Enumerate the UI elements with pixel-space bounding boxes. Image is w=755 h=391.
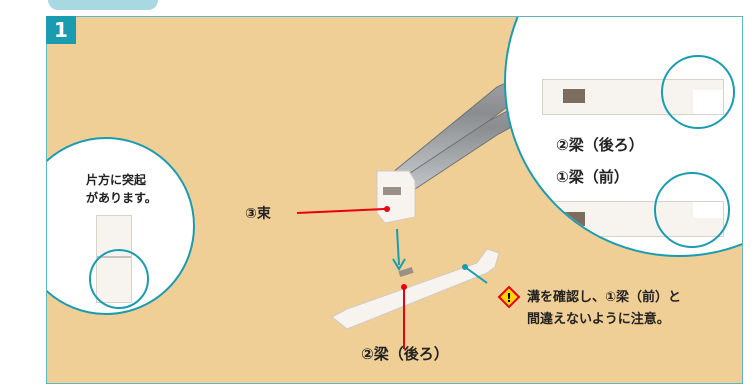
strut-piece (376, 170, 416, 224)
placement-arrowhead (392, 258, 406, 271)
strut-pointer-dot (384, 206, 390, 212)
beam-back-highlight (661, 55, 735, 129)
protrusion-label-line1: 片方に突起 (86, 173, 147, 187)
beam-back-slot (563, 89, 585, 103)
warning-icon-mark: ! (506, 291, 511, 305)
beam-front-circle-label: ①梁（前） (556, 168, 629, 186)
beam-pointer-dot (401, 284, 407, 290)
warning-line-2: 間違えないように注意。 (527, 312, 670, 327)
beam-comparison-circle: ②梁（後ろ） ①梁（前） (504, 17, 742, 257)
warning-pointer (464, 266, 488, 284)
beam-piece (331, 248, 500, 330)
beam-back-label: ②梁（後ろ） (361, 345, 449, 363)
header-tab (48, 0, 158, 10)
beam-groove (398, 266, 414, 278)
warning-line-1: 溝を確認し、①梁（前）と (527, 290, 682, 305)
photo-area: ! ②梁（後ろ） ①梁（前） 片方に突起 があります。 (46, 16, 743, 384)
placement-arrow (396, 228, 400, 266)
warning-icon (497, 285, 521, 309)
protrusion-circle: 片方に突起 があります。 (47, 137, 195, 315)
strut-pointer (296, 208, 386, 214)
beam-front-slot (563, 212, 585, 226)
strut-notch (383, 187, 401, 195)
warning-pointer-dot (462, 264, 468, 270)
beam-front-highlight (654, 172, 730, 248)
strut-label: ③束 (245, 206, 271, 222)
protrusion-highlight (89, 249, 149, 309)
protrusion-label-line2: があります。 (86, 191, 157, 205)
step-number-badge: 1 (46, 16, 76, 44)
beam-back-circle-label: ②梁（後ろ） (556, 136, 644, 154)
